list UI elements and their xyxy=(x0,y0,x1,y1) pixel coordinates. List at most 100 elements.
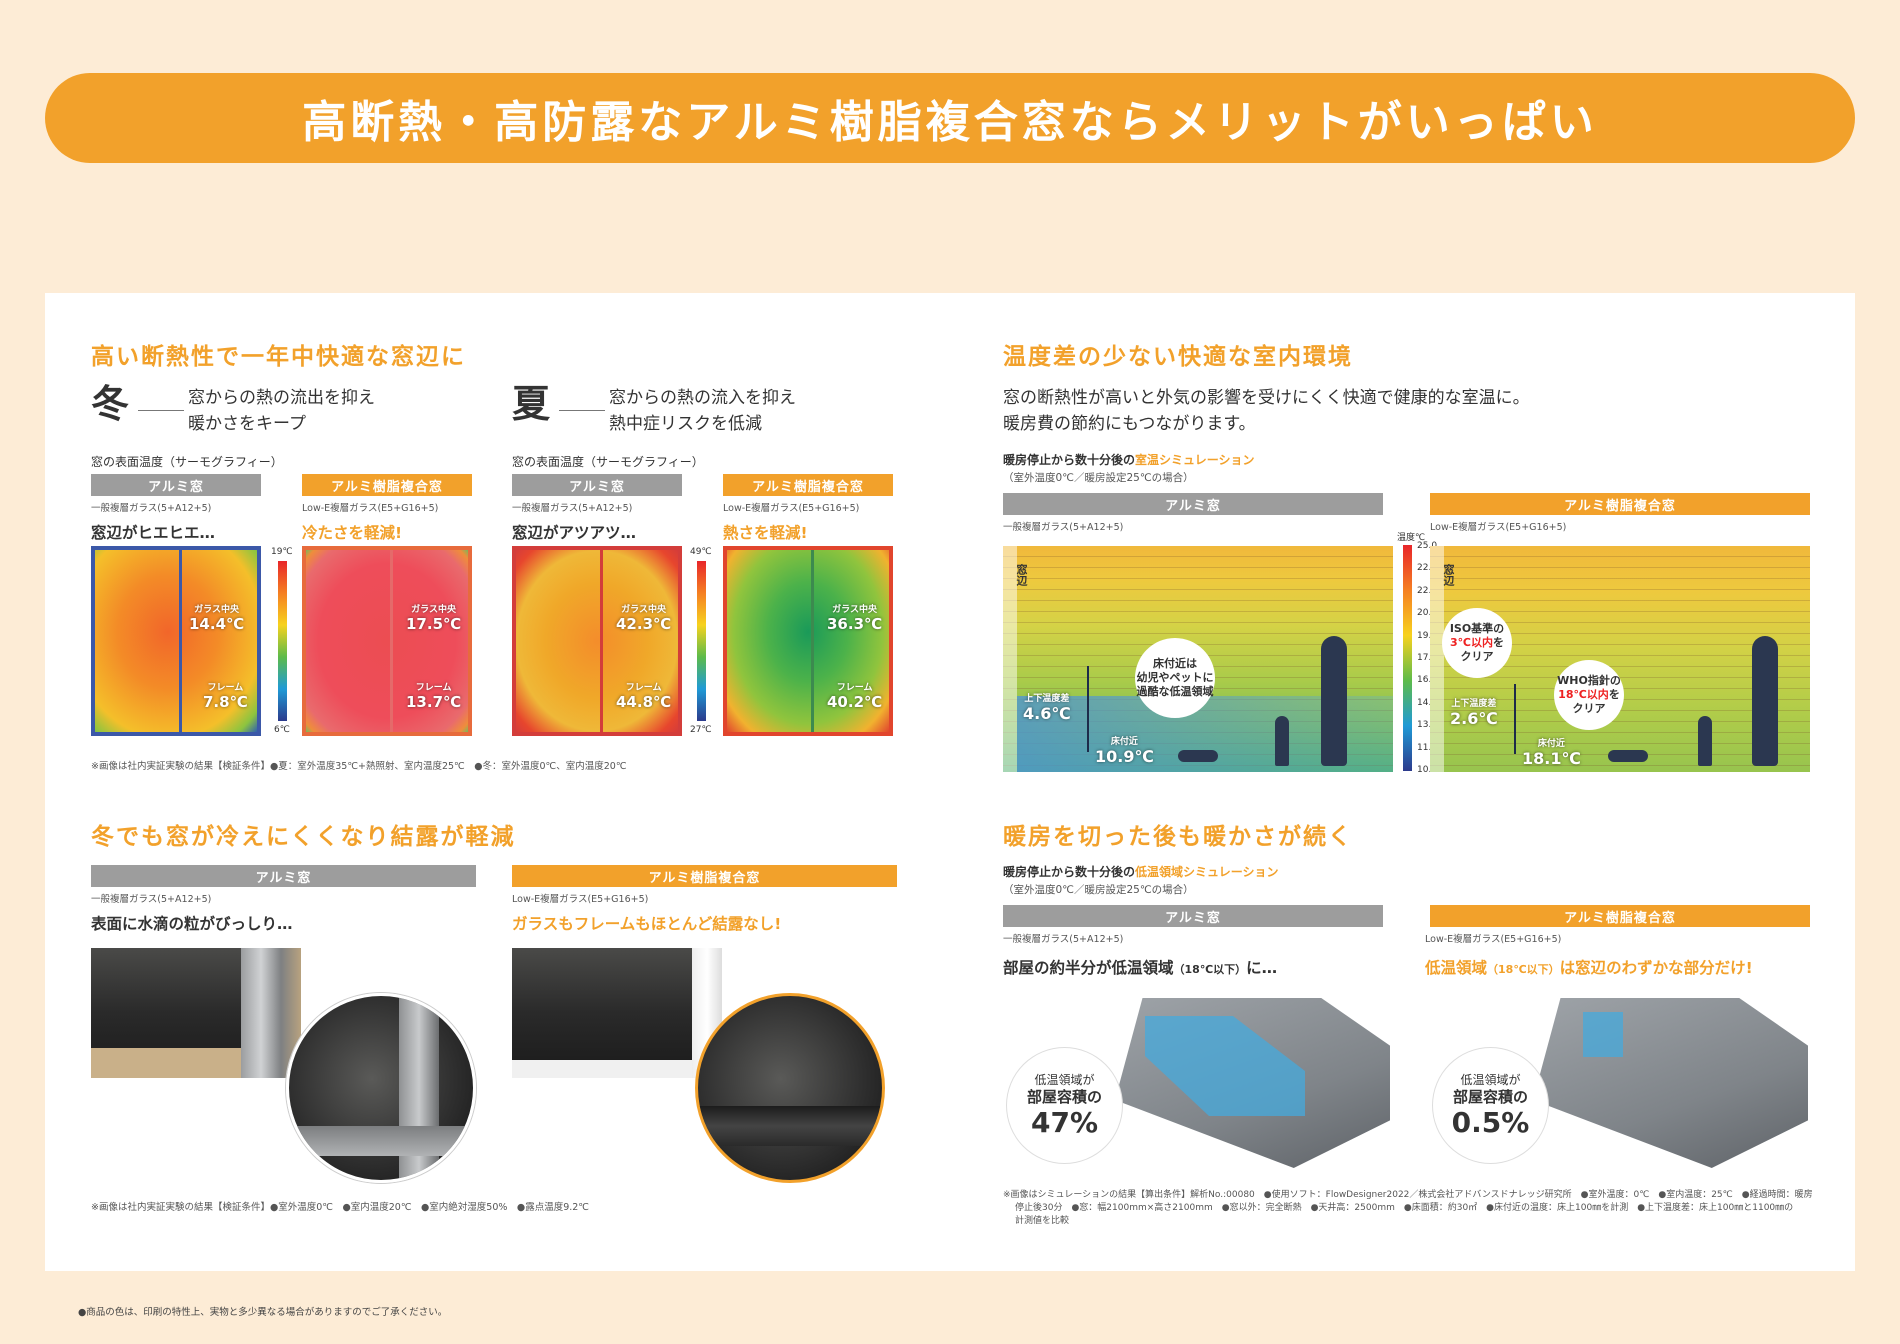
summer-hy-glass: Low-E複層ガラス(E5+G16+5) xyxy=(723,503,860,514)
summer-al-label: アルミ窓 xyxy=(512,474,682,496)
s2-al-diff-lbl: 上下温度差 xyxy=(1024,694,1070,704)
s2-hy-window-lbl: 窓辺 xyxy=(1442,564,1455,586)
s4-title: 暖房を切った後も暖かさが続く xyxy=(1003,824,1353,850)
s3-hy-glass: Low-E複層ガラス(E5+G16+5) xyxy=(512,894,649,905)
s4-al-room xyxy=(1115,998,1390,1168)
s4-hy-room xyxy=(1533,998,1808,1168)
summer-hy-center-lbl: ガラス中央 xyxy=(832,605,877,615)
winter-scale-bar xyxy=(278,561,287,721)
summer-al-glass: 一般複層ガラス(5+A12+5) xyxy=(512,503,633,514)
summer-scale-min: 27℃ xyxy=(690,725,712,735)
s2-al-floor: 10.9℃ xyxy=(1095,747,1154,766)
s3-al-head: 表面に水滴の粒がびっしり… xyxy=(91,915,293,933)
s3-hy-label: アルミ樹脂複合窓 xyxy=(512,865,897,887)
s4-note2: 停止後30分 ●窓：幅2100mm×高さ2100mm ●窓以外：完全断熱 ●天井… xyxy=(1015,1203,1794,1213)
winter-al-frame: 7.8℃ xyxy=(203,693,248,711)
s2-hy-diff: 2.6℃ xyxy=(1450,709,1498,728)
s2-hy-glass: Low-E複層ガラス(E5+G16+5) xyxy=(1430,522,1567,533)
s3-al-zoom xyxy=(286,993,476,1183)
winter-scale-min: 6℃ xyxy=(274,725,290,735)
s4-sim-pre: 暖房停止から数十分後の xyxy=(1003,865,1136,879)
winter-dash xyxy=(138,396,184,415)
s3-al-label: アルミ窓 xyxy=(91,865,476,887)
summer-al-center-lbl: ガラス中央 xyxy=(621,605,666,615)
s2-al-glass: 一般複層ガラス(5+A12+5) xyxy=(1003,522,1124,533)
winter-al-glass: 一般複層ガラス(5+A12+5) xyxy=(91,503,212,514)
winter-hy-glass: Low-E複層ガラス(E5+G16+5) xyxy=(302,503,439,514)
s4-al-label: アルミ窓 xyxy=(1003,905,1383,927)
s3-hy-zoom xyxy=(695,993,885,1183)
winter-line2: 暖かさをキープ xyxy=(188,414,306,434)
s4-al-pct: 47% xyxy=(1030,1105,1099,1139)
s4-al-glass: 一般複層ガラス(5+A12+5) xyxy=(1003,934,1124,945)
content-panel: 高い断熱性で一年中快適な窓辺に 冬 窓からの熱の流出を抑え 暖かさをキープ 窓の… xyxy=(45,293,1855,1271)
summer-al-frame-lbl: フレーム xyxy=(625,683,662,693)
s2-scale-title: 温度℃ xyxy=(1397,533,1426,543)
s2-al-diff: 4.6℃ xyxy=(1023,704,1071,723)
summer-al-center: 42.3℃ xyxy=(616,615,672,633)
s3-hy-photo xyxy=(512,948,722,1078)
winter-al-center-lbl: ガラス中央 xyxy=(194,605,239,615)
s2-hy-label: アルミ樹脂複合窓 xyxy=(1430,493,1810,515)
s4-hy-label: アルミ樹脂複合窓 xyxy=(1430,905,1810,927)
s2-al-bubble: 床付近は幼児やペットに過酷な低温領域 xyxy=(1135,638,1215,718)
winter-hy-center-lbl: ガラス中央 xyxy=(411,605,456,615)
s2-sim-hl: 室温シミュレーション xyxy=(1135,453,1255,467)
s3-al-photo xyxy=(91,948,301,1078)
banner-title: 高断熱・高防露なアルミ樹脂複合窓ならメリットがいっぱい xyxy=(302,97,1598,148)
s4-hy-glass: Low-E複層ガラス(E5+G16+5) xyxy=(1425,934,1562,945)
summer-kanji: 夏 xyxy=(512,382,551,426)
s2-hy-floor: 18.1℃ xyxy=(1522,749,1581,768)
s3-al-glass: 一般複層ガラス(5+A12+5) xyxy=(91,894,212,905)
s4-al-head: 部屋の約半分が低温領域（18℃以下）に… xyxy=(1003,959,1278,977)
s2-sim-caption: 暖房停止から数十分後の室温シミュレーション xyxy=(1003,451,1255,468)
winter-hy-frame-lbl: フレーム xyxy=(415,683,452,693)
s2-hy-dog xyxy=(1608,750,1648,762)
s3-hy-head: ガラスもフレームもほとんど結露なし! xyxy=(512,915,782,933)
winter-hy-label: アルミ樹脂複合窓 xyxy=(302,474,472,496)
s2-al-child xyxy=(1275,716,1289,766)
s2-al-window-lbl: 窓辺 xyxy=(1015,564,1028,586)
s4-note3: 計測値を比較 xyxy=(1015,1216,1070,1226)
s2-hy-person xyxy=(1752,636,1778,766)
winter-scale-max: 19℃ xyxy=(271,547,293,557)
winter-hy-head: 冷たさを軽減! xyxy=(302,524,403,542)
s2-hy-child xyxy=(1698,716,1712,766)
winter-kanji: 冬 xyxy=(91,382,130,426)
s2-title: 温度差の少ない快適な室内環境 xyxy=(1003,344,1353,370)
s2-al-floor-lbl: 床付近 xyxy=(1110,737,1138,747)
summer-line1: 窓からの熱の流入を抑え xyxy=(609,388,796,408)
s1-title: 高い断熱性で一年中快適な窓辺に xyxy=(91,344,466,370)
footer-note: ●商品の色は、印刷の特性上、実物と多少異なる場合がありますのでご了承ください。 xyxy=(78,1307,448,1318)
s2-hy-floor-lbl: 床付近 xyxy=(1537,739,1565,749)
s2-al-dog xyxy=(1178,750,1218,762)
summer-al-frame: 44.8℃ xyxy=(616,693,672,711)
s2-hy-diff-lbl: 上下温度差 xyxy=(1451,699,1497,709)
s2-cond: （室外温度0℃／暖房設定25℃の場合） xyxy=(1003,472,1194,484)
summer-line2: 熱中症リスクを低減 xyxy=(609,414,762,434)
s4-cond: （室外温度0℃／暖房設定25℃の場合） xyxy=(1003,884,1194,896)
winter-al-label: アルミ窓 xyxy=(91,474,261,496)
s4-hy-pct: 0.5% xyxy=(1451,1105,1530,1139)
winter-caption: 窓の表面温度（サーモグラフィー） xyxy=(91,455,283,469)
s4-hy-head: 低温領域（18℃以下）は窓辺のわずかな部分だけ! xyxy=(1425,959,1753,977)
s2-scale-bar xyxy=(1403,545,1412,771)
winter-hy-frame: 13.7℃ xyxy=(406,693,462,711)
s1-note: ※画像は社内実証実験の結果【検証条件】●夏：室外温度35℃+熱照射、室内温度25… xyxy=(91,761,627,772)
s2-sim-pre: 暖房停止から数十分後の xyxy=(1003,453,1136,467)
winter-al-center: 14.4℃ xyxy=(189,615,245,633)
s3-note: ※画像は社内実証実験の結果【検証条件】●室外温度0℃ ●室内温度20℃ ●室内絶… xyxy=(91,1202,589,1213)
s2-line2: 暖房費の節約にもつながります。 xyxy=(1003,414,1256,434)
winter-hy-center: 17.5℃ xyxy=(406,615,462,633)
summer-hy-center: 36.3℃ xyxy=(827,615,883,633)
summer-caption: 窓の表面温度（サーモグラフィー） xyxy=(512,455,704,469)
